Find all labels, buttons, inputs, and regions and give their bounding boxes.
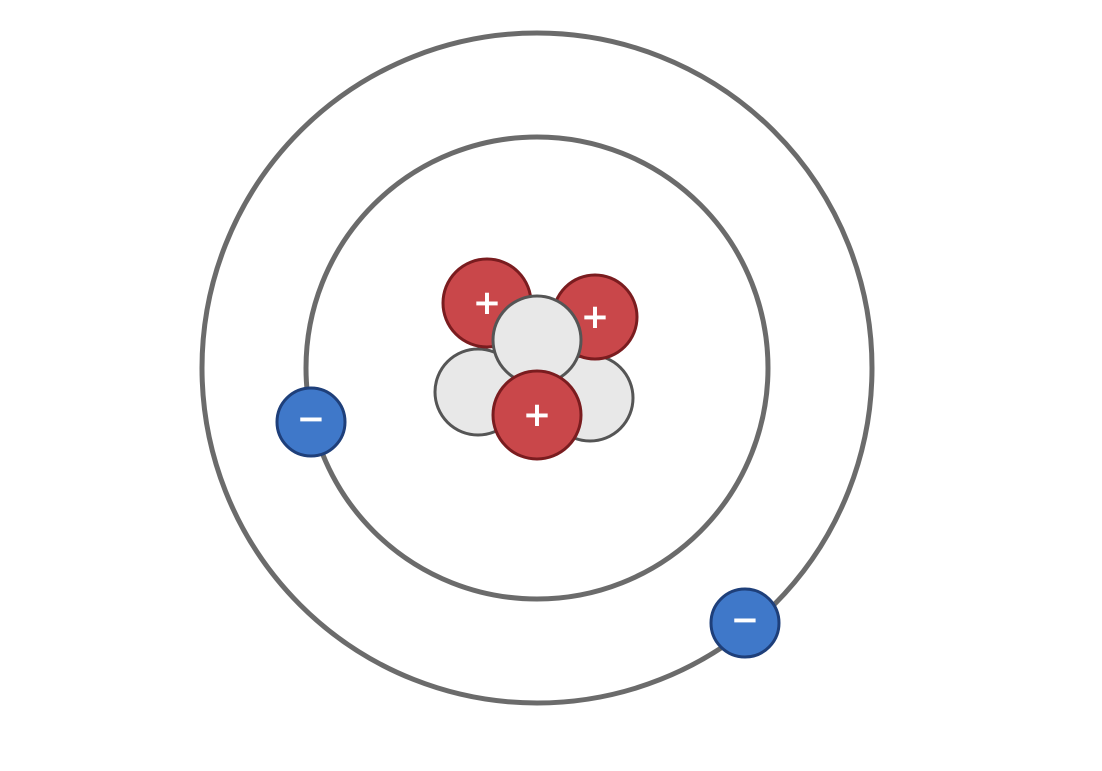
- proton: +: [491, 369, 583, 461]
- proton-plus-sign: +: [473, 283, 502, 323]
- electron: −: [275, 386, 347, 458]
- proton-plus-sign: +: [581, 297, 610, 337]
- electron-minus-sign: −: [297, 399, 326, 439]
- outer-electron-shell: [199, 30, 875, 706]
- inner-electron-shell: [303, 134, 771, 602]
- nucleus: + + +: [433, 257, 639, 461]
- electron-minus-sign: −: [731, 600, 760, 640]
- proton-plus-sign: +: [523, 395, 552, 435]
- electron: −: [709, 587, 781, 659]
